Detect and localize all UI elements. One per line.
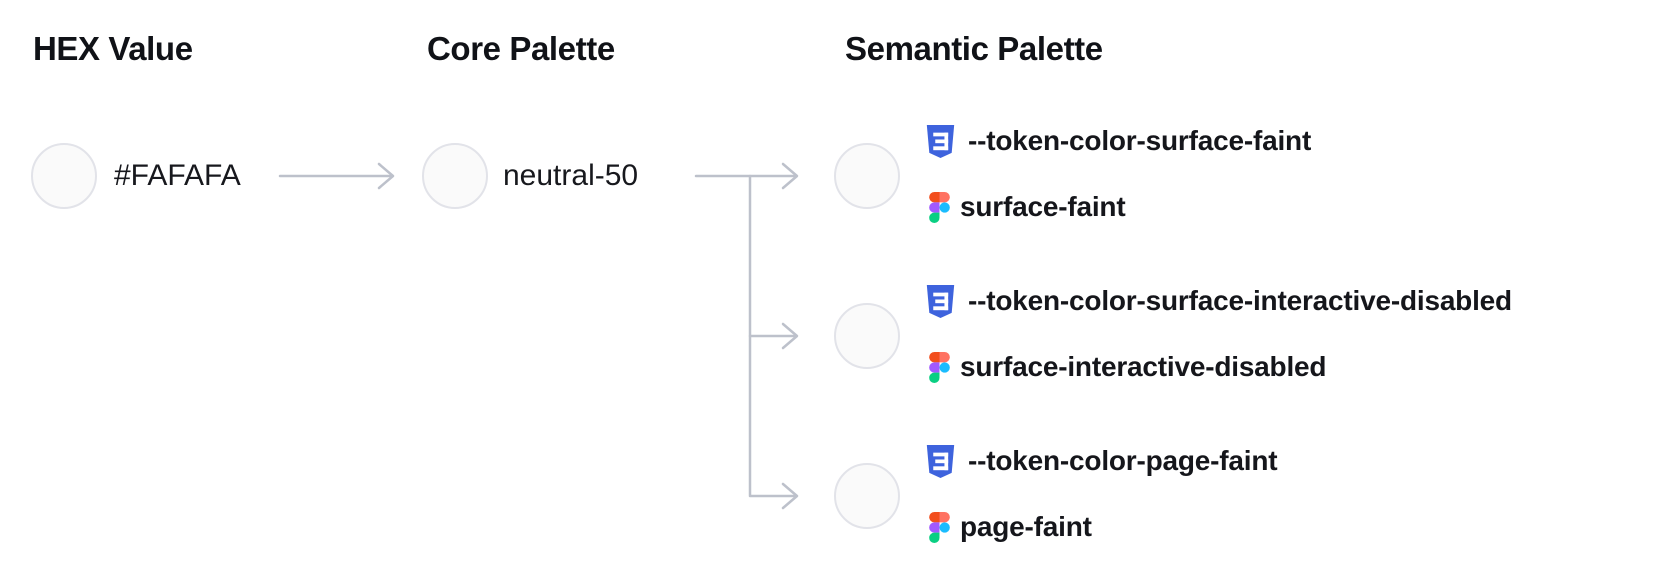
- core-palette-label: neutral-50: [503, 159, 639, 192]
- column-header-hex-value: HEX Value: [33, 30, 193, 67]
- semantic-color-swatch: [834, 463, 900, 529]
- figma-token-label: surface-faint: [960, 191, 1126, 222]
- core-color-swatch: [422, 143, 488, 209]
- semantic-color-swatch: [834, 303, 900, 369]
- figma-token-row: surface-interactive-disabled: [926, 350, 1327, 384]
- semantic-entry: --token-color-surface-interactive-disabl…: [834, 270, 1672, 402]
- figma-token-row: page-faint: [926, 510, 1092, 544]
- figma-token-label: page-faint: [960, 511, 1092, 542]
- css-token-label: --token-color-page-faint: [968, 445, 1278, 476]
- figma-token-label: surface-interactive-disabled: [960, 351, 1327, 382]
- css-token-label: --token-color-surface-faint: [968, 125, 1312, 156]
- arrowhead: [781, 322, 799, 350]
- arrowhead: [377, 162, 395, 190]
- semantic-color-swatch: [834, 143, 900, 209]
- arrowhead: [781, 482, 799, 510]
- figma-icon: [929, 511, 950, 543]
- css-token-label: --token-color-surface-interactive-disabl…: [968, 285, 1512, 316]
- semantic-entry: --token-color-page-faint page-faint: [834, 430, 1672, 562]
- css-token-row: --token-color-page-faint: [926, 444, 1278, 478]
- column-header-core-palette: Core Palette: [427, 30, 615, 67]
- column-header-semantic-palette: Semantic Palette: [845, 30, 1103, 67]
- css3-icon: [926, 444, 955, 478]
- hex-color-swatch: [31, 143, 97, 209]
- arrowhead: [781, 162, 799, 190]
- figma-icon: [929, 351, 950, 383]
- css3-icon: [926, 284, 955, 318]
- hex-value-label: #FAFAFA: [114, 159, 241, 192]
- branch-trunk-and-sem3: [748, 174, 797, 498]
- css-token-row: --token-color-surface-interactive-disabl…: [926, 284, 1512, 318]
- figma-token-row: surface-faint: [926, 190, 1126, 224]
- figma-icon: [929, 191, 950, 223]
- css-token-row: --token-color-surface-faint: [926, 124, 1311, 158]
- semantic-entry: --token-color-surface-faint surface-fain…: [834, 110, 1672, 242]
- css3-icon: [926, 124, 955, 158]
